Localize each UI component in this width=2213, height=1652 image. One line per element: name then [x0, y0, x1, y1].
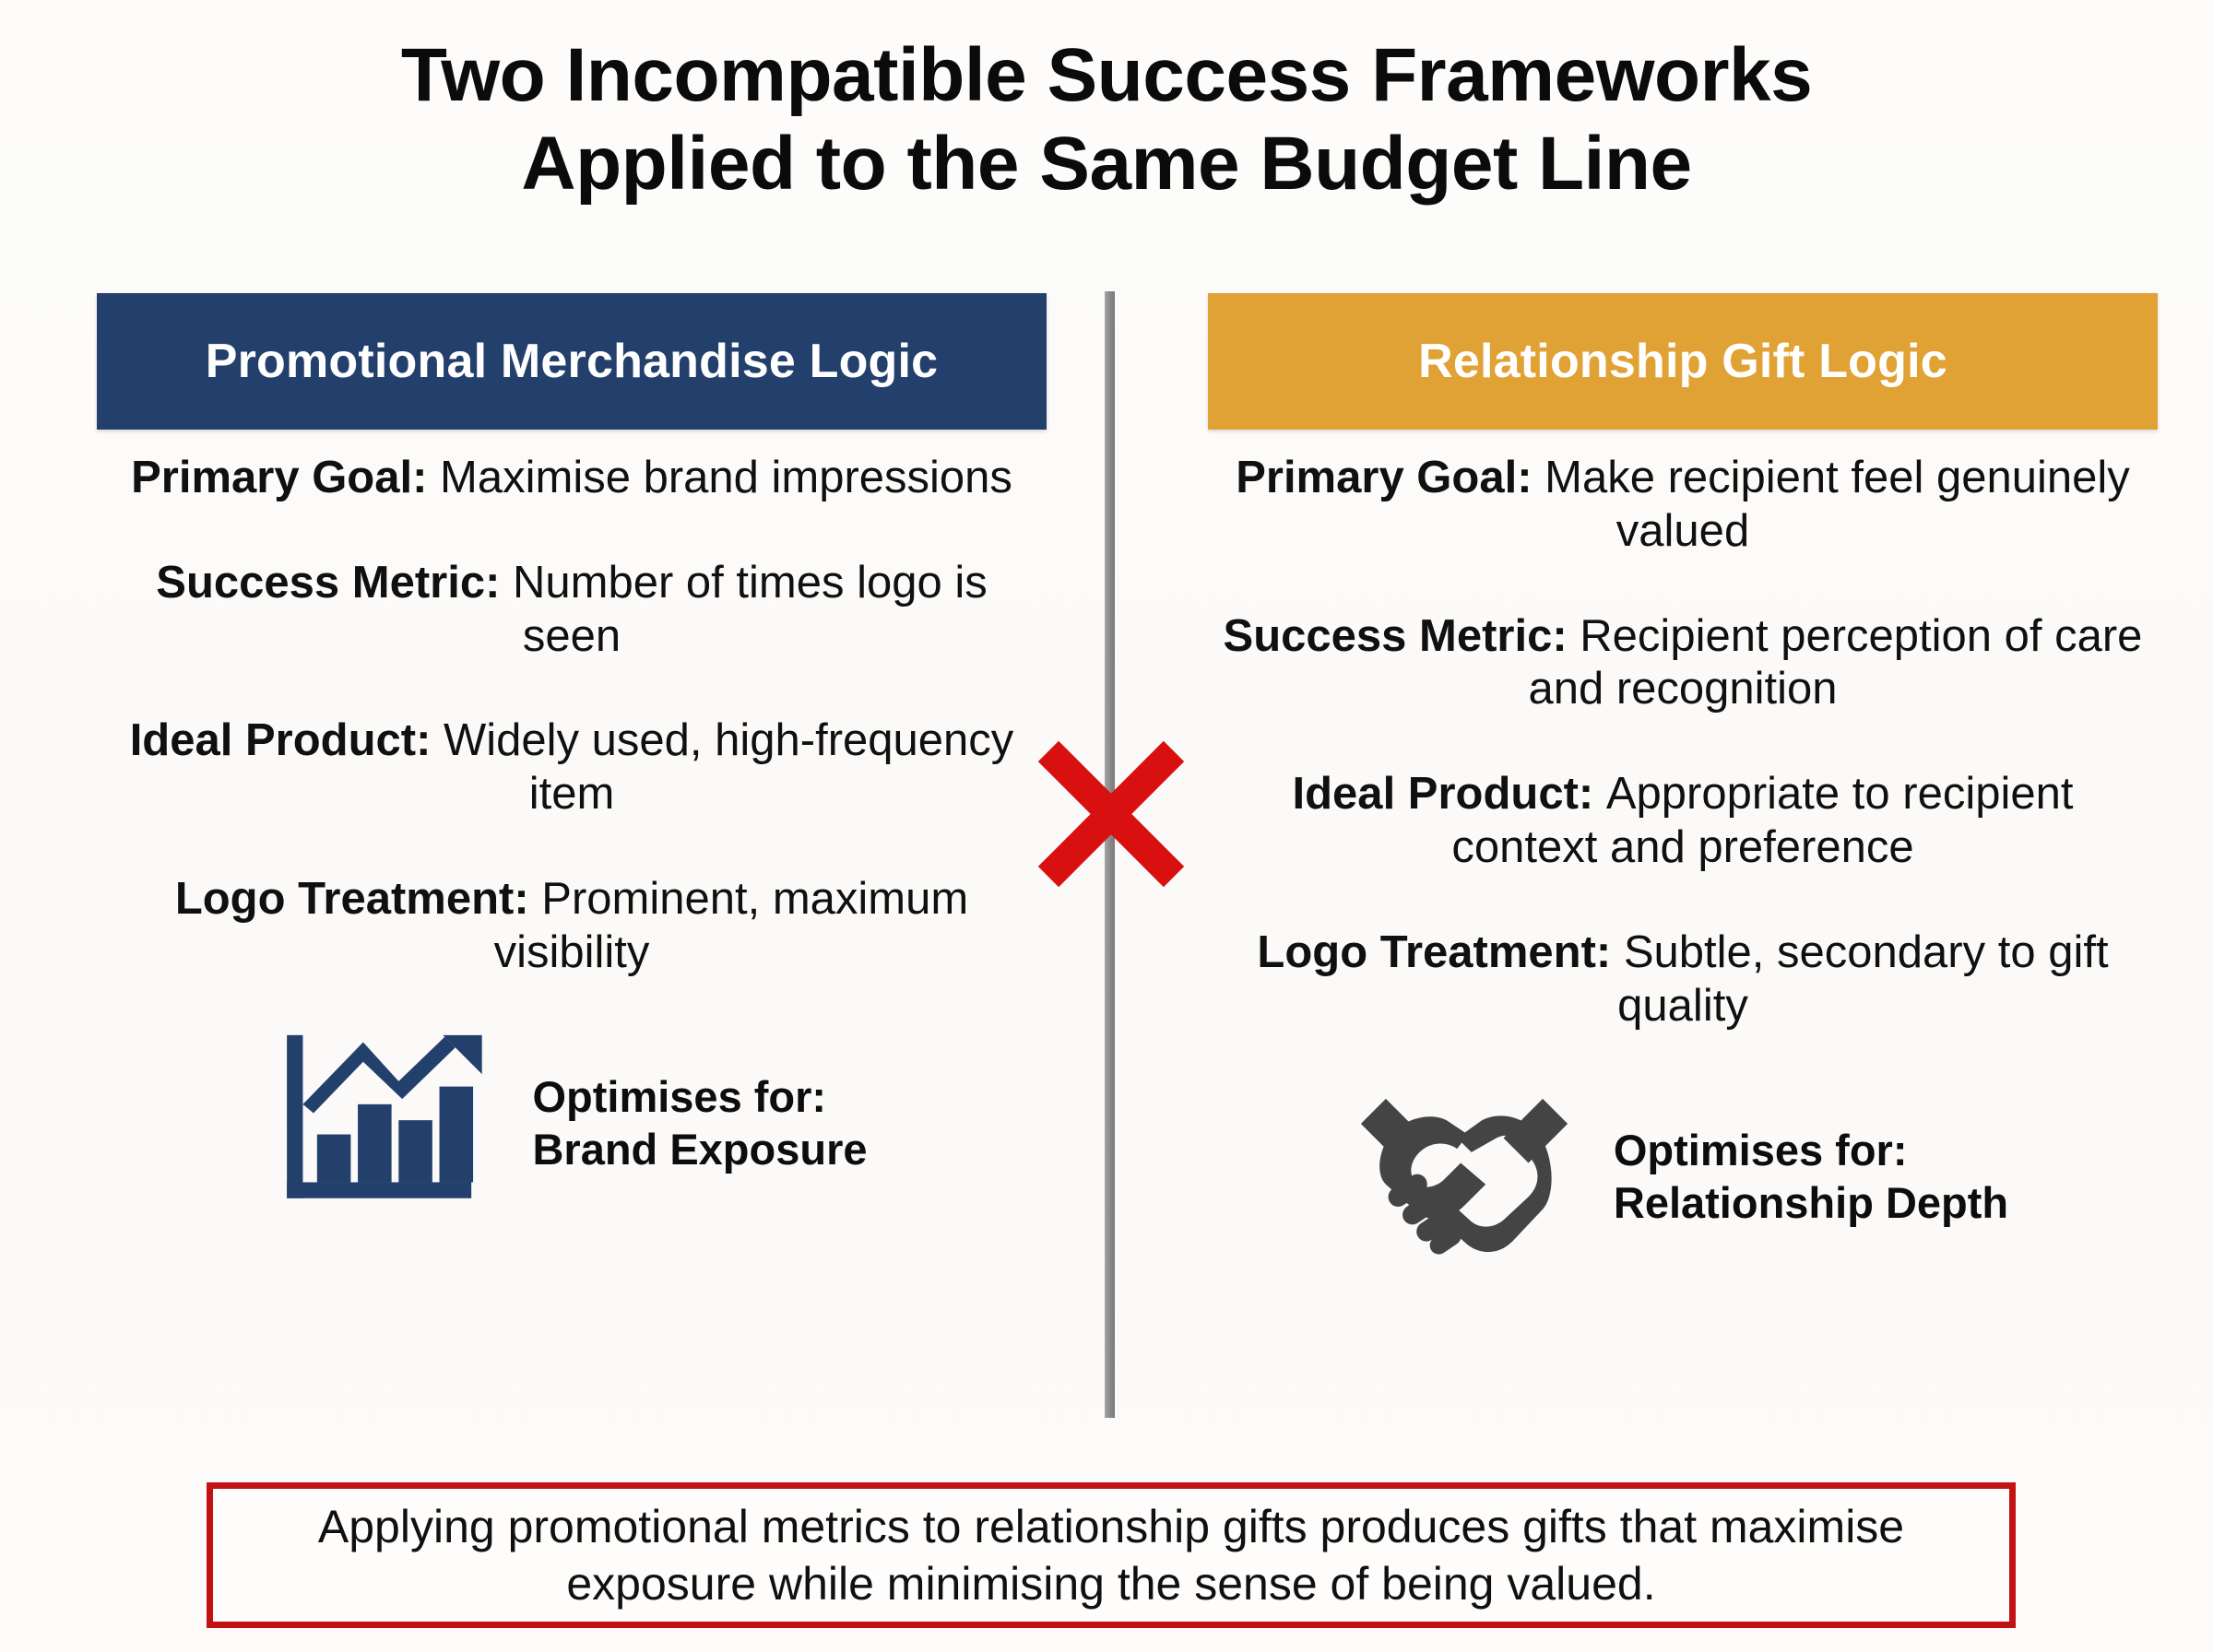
red-x-icon [1037, 740, 1185, 888]
attribute-value: Number of times logo is seen [513, 557, 988, 661]
attribute-value: Subtle, secondary to gift quality [1617, 926, 2109, 1031]
bar-chart-growth-icon [287, 1034, 483, 1198]
optimises-value: Relationship Depth [1613, 1177, 2009, 1227]
optimises-value: Brand Exposure [532, 1124, 868, 1174]
column-header-right: Relationship Gift Logic [1208, 293, 2158, 430]
attribute-row: Success Metric: Recipient perception of … [1208, 610, 2158, 717]
attribute-label: Logo Treatment: [174, 874, 542, 925]
attribute-label: Logo Treatment: [1257, 926, 1624, 977]
attribute-row: Ideal Product: Appropriate to recipient … [1208, 768, 2158, 875]
attribute-label: Success Metric: [1223, 610, 1580, 661]
attribute-value: Maximise brand impressions [440, 453, 1012, 502]
attribute-label: Ideal Product: [1292, 769, 1606, 820]
attribute-row: Primary Goal: Maximise brand impressions [97, 452, 1047, 505]
conclusion-callout: Applying promotional metrics to relation… [207, 1482, 2016, 1628]
optimises-text-left: Optimises for: Brand Exposure [532, 1071, 867, 1175]
attribute-row: Success Metric: Number of times logo is … [97, 557, 1047, 664]
attribute-label: Primary Goal: [1236, 453, 1545, 502]
title-line-2: Applied to the Same Budget Line [521, 121, 1692, 206]
optimises-text-right: Optimises for: Relationship Depth [1614, 1125, 2008, 1229]
attribute-value: Make recipient feel genuinely valued [1544, 453, 2130, 556]
column-header-left: Promotional Merchandise Logic [97, 293, 1047, 430]
attribute-row: Ideal Product: Widely used, high-frequen… [97, 714, 1047, 821]
optimises-row-left: Optimises for: Brand Exposure [97, 1032, 1047, 1216]
attribute-label: Primary Goal: [131, 453, 441, 502]
attribute-list-left: Primary Goal: Maximise brand impressions… [97, 452, 1047, 980]
attribute-value: Prominent, maximum visibility [493, 874, 969, 977]
column-promotional-merchandise: Promotional Merchandise Logic Primary Go… [97, 293, 1047, 1216]
attribute-list-right: Primary Goal: Make recipient feel genuin… [1208, 452, 2158, 1033]
optimises-label: Optimises for: [532, 1072, 827, 1122]
comparison-columns: Promotional Merchandise Logic Primary Go… [0, 293, 2213, 1436]
column-relationship-gift: Relationship Gift Logic Primary Goal: Ma… [1208, 293, 2158, 1269]
handshake-icon [1360, 1098, 1568, 1255]
callout-text: Applying promotional metrics to relation… [317, 1501, 1905, 1610]
optimises-label: Optimises for: [1613, 1126, 1908, 1175]
page-title: Two Incompatible Success Frameworks Appl… [0, 31, 2213, 208]
title-line-1: Two Incompatible Success Frameworks [400, 33, 1813, 117]
attribute-value: Appropriate to recipient context and pre… [1451, 769, 2074, 873]
attribute-label: Ideal Product: [129, 715, 444, 766]
attribute-row: Logo Treatment: Prominent, maximum visib… [97, 873, 1047, 980]
optimises-row-right: Optimises for: Relationship Depth [1208, 1085, 2158, 1269]
attribute-value: Recipient perception of care and recogni… [1528, 610, 2143, 714]
attribute-value: Widely used, high-frequency item [444, 715, 1014, 820]
vertical-divider [1105, 291, 1115, 1418]
attribute-row: Logo Treatment: Subtle, secondary to gif… [1208, 926, 2158, 1033]
attribute-label: Success Metric: [156, 557, 514, 608]
attribute-row: Primary Goal: Make recipient feel genuin… [1208, 452, 2158, 559]
